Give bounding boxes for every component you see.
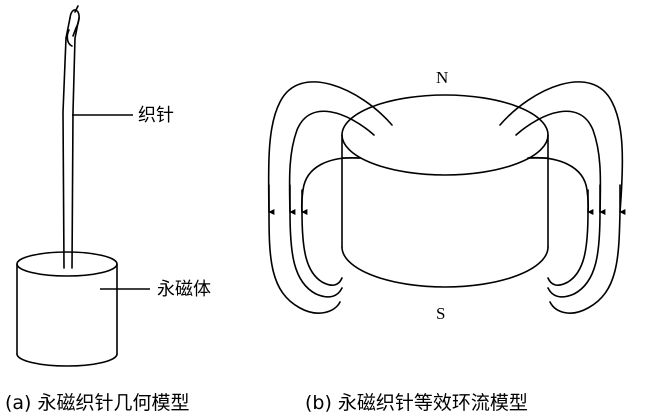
field-lines-left — [267, 81, 393, 314]
panel-b-caption: (b) 永磁织针等效环流模型 — [305, 392, 528, 414]
panel-a-geometric-model: 织针 永磁体 (a) 永磁织针几何模型 — [5, 5, 211, 414]
field-lines-right — [499, 81, 626, 314]
north-pole-label: N — [436, 68, 448, 87]
field-line-left-inner — [300, 156, 361, 287]
magnet-cylinder — [341, 94, 549, 288]
field-line-left-outer — [267, 81, 393, 314]
permanent-magnet-cylinder — [16, 251, 118, 367]
panel-b-equivalent-current-model: N S (b) 永磁织针等效环流模型 — [267, 68, 626, 414]
south-pole-label: S — [436, 304, 445, 323]
needle-label: 织针 — [138, 105, 174, 126]
panel-a-caption: (a) 永磁织针几何模型 — [5, 392, 190, 414]
magnet-label: 永磁体 — [157, 279, 211, 300]
knitting-needle — [62, 5, 80, 269]
field-line-right-outer — [499, 81, 624, 314]
